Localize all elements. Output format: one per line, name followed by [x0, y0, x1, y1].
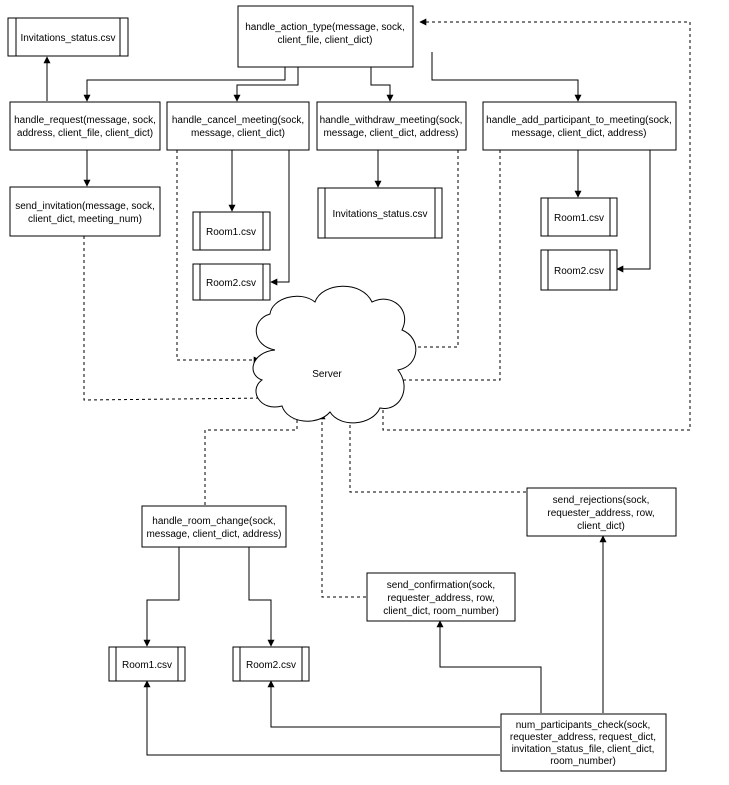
edge-action-to-request	[83, 67, 286, 102]
node-handle-action-type[interactable]: handle_action_type(message, sock, client_…	[237, 5, 414, 68]
edge-rejections-to-server	[346, 412, 526, 493]
node-line: invitation_status_file, client_dict,	[512, 744, 655, 755]
node-handle-cancel-meeting[interactable]: handle_cancel_meeting(sock, message, clie…	[166, 101, 310, 151]
node-line: num_participants_check(sock,	[516, 720, 651, 731]
svg-text:num_participants_check(sock,re: num_participants_check(sock,requester_ad…	[510, 720, 656, 767]
node-send-confirmation[interactable]: send_confirmation(sock, requester_address…	[366, 572, 516, 622]
node-line: message, client_dict, address)	[323, 128, 458, 139]
svg-text:Invitations_status.csv: Invitations_status.csv	[332, 209, 427, 220]
node-line: handle_withdraw_meeting(sock,	[320, 115, 463, 126]
node-line: handle_cancel_meeting(sock,	[172, 115, 304, 126]
node-handle-request[interactable]: handle_request(message, sock, address, cl…	[9, 101, 161, 151]
edge-num-to-room2	[267, 680, 500, 728]
node-send-rejections[interactable]: send_rejections(sock, requester_address, …	[526, 487, 677, 537]
node-line: handle_action_type(message, sock,	[245, 22, 405, 33]
node-line: Room2.csv	[554, 266, 604, 277]
node-line: Room1.csv	[122, 660, 172, 671]
edge-cancel-to-server	[176, 150, 261, 364]
node-num-participants-check[interactable]: num_participants_check(sock,requester_ad…	[500, 713, 667, 772]
svg-text:Room2.csv: Room2.csv	[246, 660, 296, 671]
svg-text:send_rejections(sock,requester: send_rejections(sock, requester_address, …	[547, 495, 654, 532]
node-room2-bottom[interactable]: Room2.csv	[232, 646, 310, 682]
edge-server-to-action	[382, 18, 691, 431]
node-room1-add[interactable]: Room1.csv	[540, 197, 618, 237]
svg-text:Room2.csv: Room2.csv	[206, 278, 256, 289]
edge-num-to-room1	[143, 680, 500, 756]
svg-text:Room1.csv: Room1.csv	[206, 227, 256, 238]
node-invitations-status-top[interactable]: Invitations_status.csv	[7, 17, 129, 57]
svg-text:handle_room_change(sock,messag: handle_room_change(sock, message, client_…	[146, 516, 281, 540]
node-line: handle_room_change(sock,	[152, 516, 275, 527]
node-line: address, client_file, client_dict)	[17, 128, 153, 139]
node-line: Room1.csv	[554, 213, 604, 224]
node-line: send_confirmation(sock,	[387, 580, 495, 591]
node-line: room_number)	[550, 756, 616, 767]
node-line: handle_request(message, sock,	[14, 115, 156, 126]
edge-roomchange-to-server	[204, 412, 301, 505]
node-room1-cancel[interactable]: Room1.csv	[192, 211, 271, 251]
edge-confirmation-to-server	[318, 412, 366, 598]
node-line: client_dict, meeting_num)	[28, 214, 142, 225]
solid-edges	[43, 52, 651, 756]
node-line: message, client_dict, address)	[146, 529, 281, 540]
svg-text:handle_cancel_meeting(sock,mes: handle_cancel_meeting(sock, message, clie…	[172, 115, 304, 139]
node-line: handle_add_participant_to_meeting(sock,	[486, 115, 672, 126]
svg-text:handle_withdraw_meeting(sock,m: handle_withdraw_meeting(sock, message, cl…	[320, 115, 463, 139]
svg-text:Room2.csv: Room2.csv	[554, 266, 604, 277]
edge-add-to-server	[395, 150, 501, 384]
node-line: client_file, client_dict)	[277, 35, 372, 46]
node-line: send_rejections(sock,	[553, 495, 650, 506]
node-line: message, client_dict, address)	[511, 128, 646, 139]
node-line: Server	[312, 369, 342, 380]
cloud-shape	[252, 285, 417, 424]
svg-text:handle_action_type(message, so: handle_action_type(message, sock, client_…	[245, 22, 405, 46]
svg-text:send_invitation(message, sock,: send_invitation(message, sock, client_dic…	[15, 201, 155, 225]
node-handle-add-participant[interactable]: handle_add_participant_to_meeting(sock,m…	[482, 101, 677, 151]
node-line: Invitations_status.csv	[332, 209, 427, 220]
edge-roomchange-to-room2	[248, 547, 275, 647]
svg-text:handle_request(message, sock,a: handle_request(message, sock, address, cl…	[14, 115, 156, 139]
node-line: Room2.csv	[206, 278, 256, 289]
edge-cancel-to-room2	[270, 150, 290, 286]
node-handle-withdraw-meeting[interactable]: handle_withdraw_meeting(sock, message, cl…	[316, 101, 467, 151]
node-line: message, client_dict)	[191, 128, 285, 139]
edge-add-to-room2	[616, 150, 651, 273]
node-line: client_dict, room_number)	[383, 606, 499, 617]
edge-num-to-confirmation	[436, 620, 542, 713]
edge-invitation-to-server	[83, 236, 271, 402]
edge-roomchange-to-room1	[143, 547, 180, 647]
node-line: Invitations_status.csv	[20, 33, 115, 44]
node-invitations-status-mid[interactable]: Invitations_status.csv	[317, 187, 443, 239]
node-handle-room-change[interactable]: handle_room_change(sock, message, client_…	[141, 505, 287, 548]
node-room2-cancel[interactable]: Room2.csv	[192, 263, 271, 301]
node-server[interactable]: Server	[252, 285, 417, 424]
svg-text:Server: Server	[312, 369, 342, 380]
svg-text:Room1.csv: Room1.csv	[554, 213, 604, 224]
svg-text:Invitations_status.csv: Invitations_status.csv	[20, 33, 115, 44]
edge-action-to-add	[431, 52, 582, 102]
node-room1-bottom[interactable]: Room1.csv	[108, 646, 186, 682]
node-line: Room2.csv	[246, 660, 296, 671]
svg-text:handle_add_participant_to_meet: handle_add_participant_to_meeting(sock,m…	[486, 115, 672, 139]
node-line: requester_address, request_dict,	[510, 732, 656, 743]
node-room2-add[interactable]: Room2.csv	[540, 249, 618, 291]
node-line: Room1.csv	[206, 227, 256, 238]
edge-action-to-cancel	[233, 67, 299, 102]
edge-action-to-withdraw	[370, 67, 394, 102]
node-line: requester_address, row,	[547, 508, 654, 519]
node-line: client_dict)	[577, 521, 625, 532]
node-send-invitation[interactable]: send_invitation(message, sock, client_dic…	[9, 186, 161, 237]
node-line: send_invitation(message, sock,	[15, 201, 155, 212]
dashed-edges	[83, 18, 691, 598]
svg-text:send_confirmation(sock,request: send_confirmation(sock, requester_address…	[383, 580, 499, 617]
node-line: requester_address, row,	[387, 593, 494, 604]
svg-text:Room1.csv: Room1.csv	[122, 660, 172, 671]
